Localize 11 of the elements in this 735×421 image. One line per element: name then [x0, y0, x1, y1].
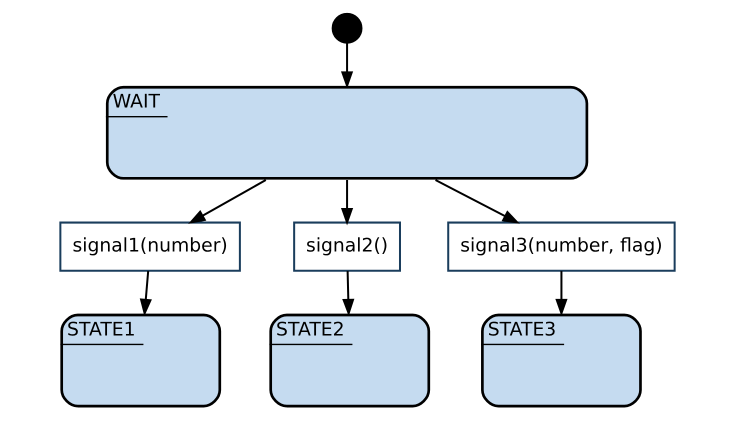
node-box: signal3(number, flag)	[447, 222, 676, 272]
arrow	[435, 179, 520, 224]
arrow	[188, 179, 266, 224]
node-circle	[332, 12, 362, 44]
arrow	[140, 270, 152, 316]
arrow	[340, 180, 354, 226]
arrow	[342, 271, 354, 316]
node-box: signal2()	[293, 222, 401, 272]
arrow	[340, 43, 354, 89]
arrow	[555, 271, 568, 316]
node-box: signal1(number)	[59, 222, 241, 272]
